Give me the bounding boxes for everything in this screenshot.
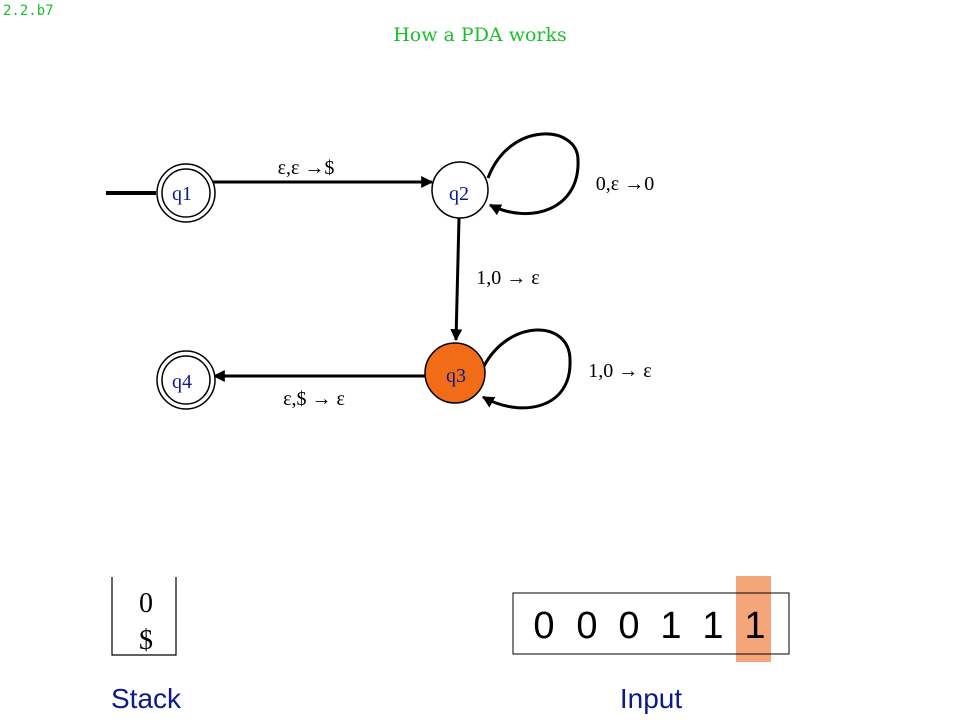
input-highlight bbox=[736, 576, 771, 662]
input-symbol: 1 bbox=[744, 605, 765, 647]
edge-q2-q3 bbox=[450, 217, 463, 342]
input-symbol: 1 bbox=[660, 605, 681, 647]
slide-id: 2.2.b7 bbox=[3, 3, 54, 19]
loop-q3 bbox=[481, 328, 572, 410]
input-symbol: 0 bbox=[576, 605, 597, 647]
state-q1-label: q1 bbox=[172, 183, 192, 205]
loop-q2 bbox=[486, 132, 580, 216]
input-label: Input bbox=[620, 683, 682, 714]
edge-q1-q2-label: ε,ε →$ bbox=[278, 157, 335, 179]
state-q4-label: q4 bbox=[172, 371, 192, 393]
state-q1: q1 bbox=[156, 163, 216, 223]
state-q3: q3 bbox=[424, 342, 486, 404]
state-q3-label: q3 bbox=[446, 365, 466, 387]
slide-title: How a PDA works bbox=[393, 24, 567, 46]
input-tape: 0 0 0 1 1 1 Input bbox=[512, 576, 790, 714]
input-symbol: 1 bbox=[702, 605, 723, 647]
stack-item-top: 0 bbox=[139, 588, 153, 619]
stack: 0 $ Stack bbox=[111, 577, 182, 714]
stack-item-bottom: $ bbox=[139, 625, 153, 656]
state-q2-label: q2 bbox=[449, 183, 469, 205]
input-box bbox=[512, 592, 790, 655]
input-symbol: 0 bbox=[533, 605, 554, 647]
stack-label: Stack bbox=[111, 683, 182, 714]
loop-q3-label: 1,0 → ε bbox=[588, 360, 651, 382]
loop-q2-label: 0,ε →0 bbox=[596, 173, 654, 195]
edge-q3-q4-label: ε,$ → ε bbox=[283, 388, 345, 410]
state-q2: q2 bbox=[431, 161, 489, 219]
state-q4: q4 bbox=[156, 350, 216, 410]
edge-q2-q3-label: 1,0 → ε bbox=[476, 267, 539, 289]
input-symbol: 0 bbox=[618, 605, 639, 647]
stack-container bbox=[111, 577, 177, 656]
